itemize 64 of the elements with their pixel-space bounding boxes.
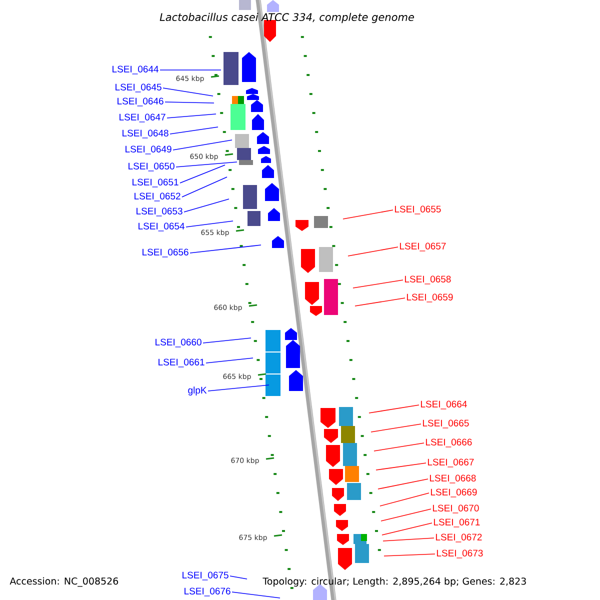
gene-label: LSEI_0661 [158, 358, 204, 368]
gene-label: LSEI_0671 [434, 518, 480, 528]
leader-line [374, 442, 424, 452]
gene-label: LSEI_0657 [400, 242, 446, 252]
leader-line [162, 88, 214, 96]
leader-line [208, 384, 270, 392]
gene-label: LSEI_0658 [405, 276, 451, 284]
gene-label: LSEI_0645 [116, 84, 162, 92]
gene-label: LSEI_0664 [421, 400, 467, 410]
gene-label: LSEI_0670 [433, 504, 479, 514]
leader-line [206, 358, 254, 364]
leader-line [376, 462, 426, 470]
leader-line [380, 508, 432, 522]
leader-line [380, 492, 430, 506]
gene-label: LSEI_0660 [156, 338, 202, 348]
gene-label: LSEI_0655 [395, 206, 441, 214]
gene-label: LSEI_0648 [122, 130, 168, 138]
gene-label: LSEI_0669 [431, 488, 477, 498]
leader-line [166, 114, 216, 118]
leader-line [370, 424, 422, 432]
leader-line [384, 554, 436, 556]
leader-line [202, 338, 252, 344]
leader-line [182, 176, 228, 198]
title: Lactobacillus casei ATCC 334, complete genome [160, 12, 414, 24]
genome-info-text: Topology: circular; Length: 2,895,264 bp; Genes: 2,823 [262, 577, 526, 587]
gene-label: LSEI_0646 [118, 98, 164, 106]
gene-label: LSEI_0656 [142, 248, 188, 258]
gene-label: LSEI_0672 [436, 534, 482, 542]
gene-label: LSEI_0644 [112, 66, 159, 74]
gene-label: LSEI_0668 [430, 474, 476, 484]
gene-label: LSEI_0675 [182, 572, 228, 580]
gene-label: LSEI_0676 [184, 588, 230, 596]
gene-label: LSEI_0665 [423, 420, 469, 428]
leader-line [230, 576, 248, 580]
gene-label: LSEI_0653 [136, 208, 182, 216]
leader-line [232, 592, 280, 598]
gene-label: LSEI_0667 [428, 458, 474, 468]
gene-label: LSEI_0666 [426, 438, 472, 448]
leader-line [368, 404, 420, 414]
leader-line [190, 244, 262, 254]
leader-line [184, 198, 230, 212]
leader-line [172, 140, 232, 150]
leader-line [180, 164, 226, 184]
gene-label: LSEI_0652 [134, 192, 180, 202]
gene-label: LSEI_0654 [138, 222, 185, 232]
gene-label: LSEI_0673 [437, 550, 483, 558]
leader-line [382, 538, 434, 542]
gene-label: LSEI_0659 [407, 294, 453, 302]
leader-line [378, 478, 428, 490]
gene-label: LSEI_0649 [126, 146, 172, 154]
gene-label: glpK [188, 386, 207, 396]
leader-line [352, 280, 404, 288]
leader-line [164, 102, 214, 104]
leader-line [170, 126, 218, 134]
gene-label: LSEI_0651 [132, 178, 178, 188]
leader-line [348, 246, 398, 256]
leader-line [382, 522, 432, 536]
gene-label: LSEI_0650 [128, 162, 174, 172]
leader-line [186, 220, 234, 228]
gene-label: LSEI_0647 [120, 114, 166, 122]
leader-line [176, 162, 238, 168]
leader-line [342, 210, 394, 220]
leader-line [354, 298, 406, 306]
accession-text: Accession: NC_008526 [10, 577, 118, 587]
